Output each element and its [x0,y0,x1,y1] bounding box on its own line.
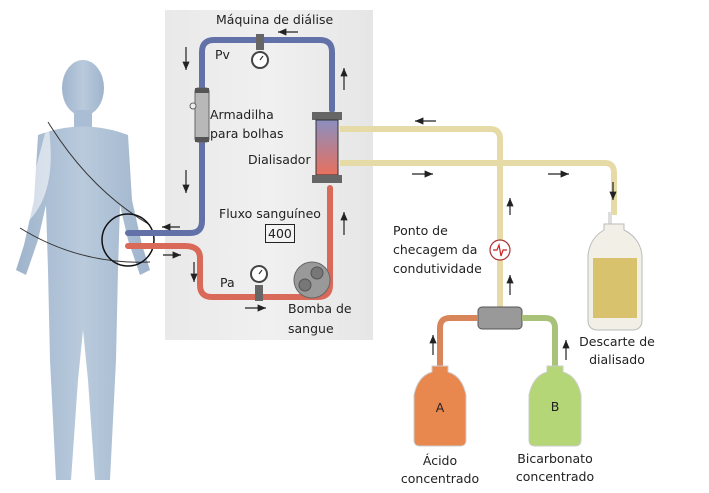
blood-pump-label-1: Bomba de [288,301,352,316]
arterial-line [125,185,333,300]
waste-label-1: Descarte de [579,334,655,349]
bicarbonate-label-2: concentrado [515,469,595,484]
access-site-circle [101,213,155,267]
dialysate-out-line [340,160,617,215]
container-a-label: A [435,400,445,415]
arterial-pressure-gauge [250,265,268,301]
venous-pressure-gauge [251,34,269,69]
arterial-pressure-label: Pa [220,275,235,290]
venous-line [125,37,335,236]
acid-line [437,315,478,370]
waste-bag [587,212,643,331]
venous-pressure-label: Pv [215,47,230,62]
blood-pump [293,261,331,299]
acid-label-2: concentrado [400,471,480,486]
waste-label-2: dialisado [589,352,645,367]
acid-container [413,365,467,447]
proportioning-mixer [477,306,523,330]
dialyzer [312,112,342,183]
machine-title: Máquina de diálise [216,12,334,27]
bubble-trap-label-1: Armadilha [210,107,274,122]
container-b-label: B [550,399,560,414]
conductivity-label-1: Ponto de [393,223,448,238]
blood-flow-value: 400 [265,224,295,243]
blood-flow-label: Fluxo sanguíneo [219,206,321,221]
dialyzer-label: Dialisador [248,152,311,167]
acid-label-1: Ácido [422,453,458,468]
bubble-trap [189,87,210,143]
conductivity-label-2: checagem da [393,242,478,257]
dialysate-in-line [340,126,503,310]
bicarbonate-label-1: Bicarbonato [517,451,593,466]
human-body-figure [16,60,155,480]
bicarbonate-container [528,365,582,447]
bicarbonate-line [522,315,558,370]
conductivity-label-3: condutividade [393,261,482,276]
flow-arrows [162,28,617,360]
conductivity-check-icon [489,239,511,261]
bubble-trap-label-2: para bolhas [210,126,284,141]
blood-pump-label-2: sangue [288,321,334,336]
